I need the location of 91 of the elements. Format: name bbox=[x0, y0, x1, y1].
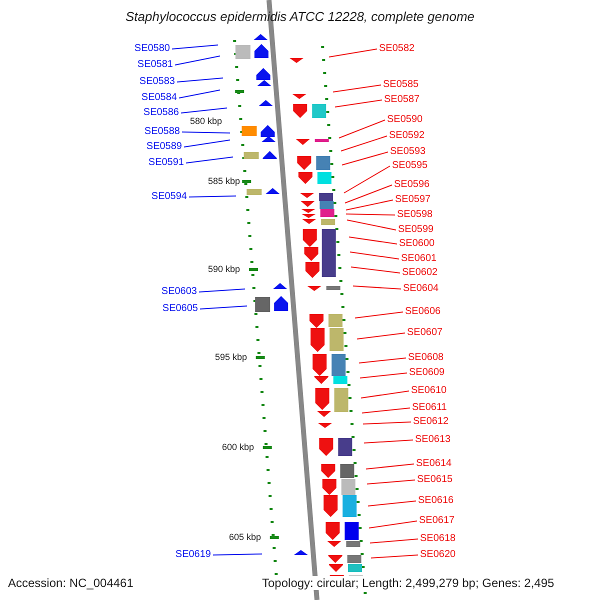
gene-label: SE0613 bbox=[415, 434, 451, 446]
leader-line bbox=[212, 554, 262, 556]
leader-line bbox=[348, 236, 398, 244]
scale-label: 600 kbp bbox=[222, 441, 254, 453]
gene-label: SE0612 bbox=[413, 416, 449, 428]
gene-label: SE0601 bbox=[401, 253, 437, 265]
gene-label: SE0589 bbox=[146, 141, 182, 153]
gene-label: SE0598 bbox=[397, 209, 433, 221]
leader-line bbox=[186, 156, 234, 164]
scale-label: 605 kbp bbox=[228, 531, 261, 543]
leader-line bbox=[342, 152, 388, 166]
leader-line bbox=[180, 108, 228, 114]
scale-label: 585 kbp bbox=[208, 175, 240, 187]
leader-line bbox=[354, 312, 404, 318]
title: Staphylococcus epidermidis ATCC 12228, complete genome bbox=[124, 11, 476, 23]
leader-line bbox=[364, 440, 414, 444]
gene-label: SE0600 bbox=[399, 238, 435, 250]
leader-line bbox=[352, 286, 402, 290]
gene-label: SE0596 bbox=[394, 179, 430, 191]
leader-line bbox=[370, 554, 418, 558]
leader-line bbox=[184, 140, 230, 148]
leader-line bbox=[362, 422, 412, 424]
gene-label: SE0592 bbox=[389, 130, 425, 142]
footer-text: Topology: circular; Length: 2,499,279 bp; Genes: 2,495 bbox=[262, 576, 554, 590]
scale-label: 595 kbp bbox=[214, 351, 247, 363]
gene-label: SE0580 bbox=[134, 43, 170, 55]
leader-line bbox=[346, 214, 396, 216]
gene-label: SE0604 bbox=[403, 283, 439, 295]
gene-label: SE0617 bbox=[419, 515, 455, 527]
gene-label: SE0602 bbox=[402, 267, 438, 279]
leader-line bbox=[178, 90, 220, 98]
leader-line bbox=[366, 464, 414, 470]
gene-label: SE0581 bbox=[137, 59, 173, 71]
leader-line bbox=[198, 288, 246, 292]
gene-label: SE0619 bbox=[175, 549, 211, 561]
leader-line bbox=[358, 358, 406, 364]
gene-label: SE0618 bbox=[420, 533, 456, 545]
gene-label: SE0603 bbox=[161, 286, 197, 298]
leader-line bbox=[332, 84, 382, 92]
gene-label: SE0584 bbox=[141, 92, 177, 104]
leader-line bbox=[200, 306, 248, 310]
scale-label: 580 kbp bbox=[190, 115, 222, 127]
gene-label: SE0588 bbox=[144, 126, 180, 138]
gene-label: SE0594 bbox=[151, 191, 187, 203]
leader-line bbox=[370, 538, 418, 544]
leader-line bbox=[182, 132, 230, 134]
gene-label: SE0610 bbox=[411, 385, 447, 397]
leader-line bbox=[360, 390, 410, 398]
gene-label: SE0620 bbox=[420, 549, 456, 561]
leader-line bbox=[174, 56, 220, 66]
leader-line bbox=[340, 136, 388, 152]
gene-label: SE0607 bbox=[407, 327, 443, 339]
leader-line bbox=[188, 196, 236, 198]
gene-label: SE0606 bbox=[405, 306, 441, 318]
gene-label: SE0609 bbox=[409, 367, 445, 379]
gene-label: SE0615 bbox=[417, 474, 453, 486]
gene-label: SE0593 bbox=[390, 146, 426, 158]
leader-line bbox=[350, 252, 400, 260]
leader-line bbox=[366, 480, 416, 484]
gene-label: SE0608 bbox=[408, 352, 444, 364]
gene-label: SE0582 bbox=[379, 43, 415, 55]
leader-line bbox=[350, 266, 400, 274]
leader-line bbox=[338, 120, 386, 138]
leader-line bbox=[356, 332, 406, 340]
leader-line bbox=[172, 44, 218, 50]
gene-label: SE0599 bbox=[398, 224, 434, 236]
gene-label: SE0605 bbox=[162, 303, 198, 315]
gene-label: SE0616 bbox=[418, 495, 454, 507]
leader-line bbox=[328, 48, 378, 58]
footer-text: Accession: NC_004461 bbox=[8, 576, 134, 590]
leader-line bbox=[368, 500, 416, 506]
gene-label: SE0587 bbox=[384, 94, 420, 106]
leader-line bbox=[368, 520, 418, 528]
leader-line bbox=[360, 372, 408, 378]
leader-line bbox=[176, 78, 224, 82]
leader-line bbox=[334, 100, 382, 108]
gene-label: SE0597 bbox=[395, 194, 431, 206]
gene-label: SE0614 bbox=[416, 458, 452, 470]
leader-line bbox=[346, 200, 394, 210]
gene-label: SE0595 bbox=[392, 160, 428, 172]
leader-line bbox=[344, 166, 390, 194]
gene-label: SE0586 bbox=[143, 107, 179, 119]
gene-label: SE0585 bbox=[383, 79, 419, 91]
gene-label: SE0611 bbox=[412, 402, 447, 414]
gene-label: SE0583 bbox=[139, 76, 175, 88]
gene-label: SE0591 bbox=[148, 157, 184, 169]
leader-line bbox=[346, 220, 396, 230]
leader-line bbox=[344, 184, 392, 204]
leader-line bbox=[362, 408, 410, 414]
gene-label: SE0590 bbox=[387, 114, 423, 126]
scale-label: 590 kbp bbox=[208, 263, 240, 275]
